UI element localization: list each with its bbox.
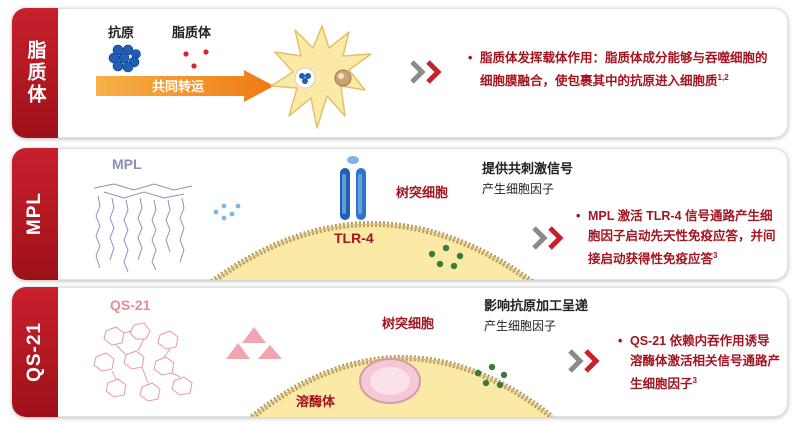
mpl-bullet-text: MPL 激活 TLR-4 信号通路产生细胞因子启动先天性免疫应答，并间接启动获得… bbox=[588, 209, 776, 267]
qs21-tab-label: QS-21 bbox=[24, 322, 45, 382]
liposome-bullet-ref: 1,2 bbox=[717, 73, 729, 82]
qs21-dendritic-cell-membrane bbox=[250, 355, 554, 417]
antigen-cluster-icon bbox=[108, 44, 141, 73]
liposome-panel: 脂质体 抗原 脂质体 共同转运 • 脂质 bbox=[12, 8, 788, 138]
liposome-bullet: • 脂质体发挥载体作用：脂质体成分能够与吞噬细胞的细胞膜融合，使包裹其中的抗原进… bbox=[468, 48, 770, 91]
mpl-cytokine-label: 产生细胞因子 bbox=[482, 182, 555, 196]
mpl-tab-label: MPL bbox=[24, 192, 45, 236]
tlr4-label: TLR-4 bbox=[334, 230, 374, 246]
liposome-dots-icon bbox=[183, 49, 209, 69]
liposome-label: 脂质体 bbox=[172, 25, 212, 40]
liposome-bullet-text: 脂质体发挥载体作用：脂质体成分能够与吞噬细胞的细胞膜融合，使包裹其中的抗原进入细… bbox=[480, 51, 768, 89]
liposome-tab: 脂质体 bbox=[12, 8, 58, 138]
qs21-cell-label: 树突细胞 bbox=[382, 316, 435, 331]
bullet-dot-icon: • bbox=[468, 51, 473, 65]
mpl-bullet: • MPL 激活 TLR-4 信号通路产生细胞因子启动先天性免疫应答，并间接启动… bbox=[576, 206, 780, 269]
qs21-tab: QS-21 bbox=[12, 287, 58, 417]
qs21-bullet-ref: 3 bbox=[692, 376, 697, 385]
qs21-particles-icon bbox=[226, 327, 282, 359]
liposome-tab-label: 脂质体 bbox=[24, 40, 46, 106]
mpl-signal-label: 提供共刺激信号 bbox=[482, 161, 574, 176]
qs21-panel: QS-21 QS-21 树突细胞 溶酶体 影响抗原加工呈递 bbox=[12, 287, 788, 417]
mpl-tab: MPL bbox=[12, 148, 58, 280]
dendritic-cell-membrane bbox=[210, 221, 534, 280]
bullet-dot-icon: • bbox=[618, 334, 623, 348]
mpl-molecule-label: MPL bbox=[112, 156, 142, 172]
bullet-dot-icon: • bbox=[576, 209, 581, 223]
mpl-panel: MPL MPL 树突细胞 TLR-4 提供共刺 bbox=[12, 148, 788, 280]
dendritic-cell-illustration bbox=[270, 25, 372, 129]
mpl-particles-icon bbox=[213, 203, 241, 221]
qs21-signal-label: 影响抗原加工呈递 bbox=[484, 298, 589, 313]
mpl-cell-label: 树突细胞 bbox=[396, 185, 449, 200]
qs21-molecule-structure bbox=[93, 322, 193, 402]
chevron-right-icon bbox=[410, 60, 442, 84]
co-transport-label: 共同转运 bbox=[152, 79, 205, 94]
mpl-bullet-ref: 3 bbox=[713, 251, 718, 260]
chevron-right-icon bbox=[568, 349, 600, 373]
qs21-bullet-text: QS-21 依赖内吞作用诱导溶酶体激活相关信号通路产生细胞因子 bbox=[630, 334, 781, 392]
tlr4-receptor-icon bbox=[340, 156, 366, 220]
qs21-molecule-label: QS-21 bbox=[110, 297, 151, 313]
mpl-molecule-structure bbox=[93, 183, 193, 273]
lysosome-label: 溶酶体 bbox=[296, 394, 336, 409]
chevron-right-icon bbox=[532, 226, 564, 250]
co-transport-arrow bbox=[96, 70, 274, 102]
antigen-label: 抗原 bbox=[108, 25, 135, 40]
qs21-bullet: • QS-21 依赖内吞作用诱导溶酶体激活相关信号通路产生细胞因子3 bbox=[618, 331, 781, 394]
qs21-cytokine-label: 产生细胞因子 bbox=[484, 319, 557, 333]
